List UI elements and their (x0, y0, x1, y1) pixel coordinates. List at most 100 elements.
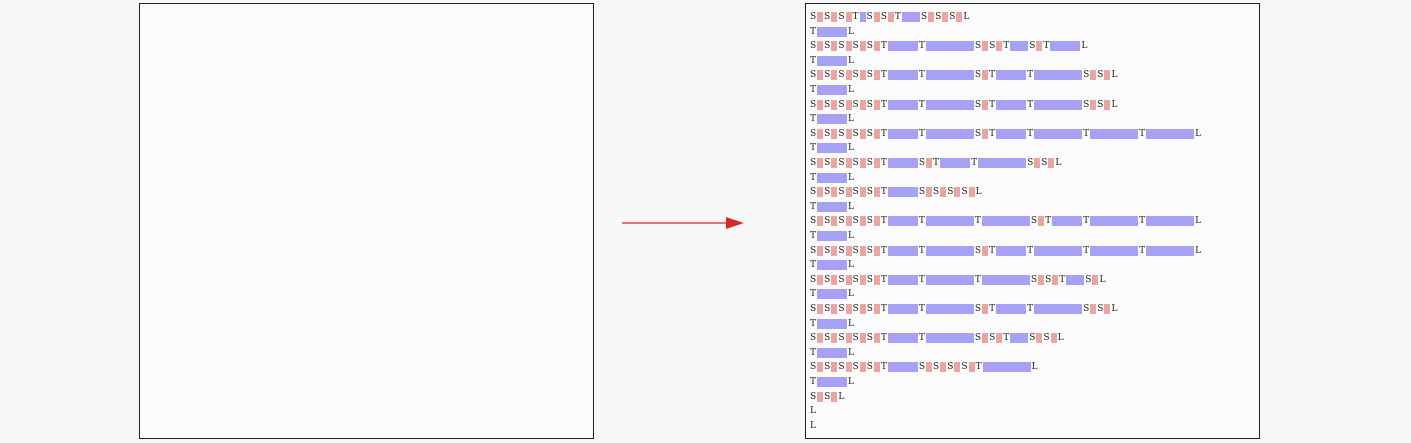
token-l: L (963, 12, 970, 22)
t-block (981, 274, 1030, 285)
t-block (887, 99, 918, 110)
token-s: S (824, 158, 831, 168)
token-s: S (866, 333, 873, 344)
t-block (1090, 128, 1139, 139)
s-block (817, 128, 824, 139)
t-block (817, 377, 848, 387)
s-block (817, 391, 824, 402)
t-block (1050, 41, 1081, 52)
t-block (887, 304, 918, 314)
s-block (1038, 274, 1045, 285)
t-block (925, 333, 974, 344)
s-block (873, 128, 880, 139)
s-block (873, 41, 880, 52)
s-block (1036, 41, 1043, 52)
token-s: S (852, 333, 859, 344)
t-block (1090, 245, 1139, 256)
token-t: T (989, 245, 996, 256)
t-block (925, 274, 974, 285)
s-block (831, 333, 838, 344)
s-block (845, 99, 852, 110)
token-l: L (848, 26, 854, 37)
token-s: S (852, 187, 859, 198)
token-s: S (838, 274, 845, 285)
token-s: S (947, 362, 954, 373)
s-block (845, 41, 852, 52)
s-block (859, 99, 866, 110)
s-block (831, 362, 838, 373)
token-l: L (1099, 274, 1106, 285)
s-block (845, 128, 852, 139)
token-s: S (1027, 158, 1034, 168)
t-block (887, 333, 918, 344)
s-block (954, 362, 961, 373)
s-block (1036, 333, 1043, 344)
token-s: S (1097, 304, 1104, 314)
s-block (1092, 274, 1099, 285)
s-block (982, 304, 989, 314)
s-block (982, 99, 989, 110)
s-block (873, 362, 880, 373)
token-t: T (810, 377, 817, 387)
s-block (845, 12, 852, 22)
s-block (996, 333, 1003, 344)
t-block (817, 201, 848, 212)
t-block (1146, 216, 1195, 227)
s-block (1090, 70, 1097, 81)
t-block (887, 41, 918, 52)
token-s: S (866, 70, 873, 81)
token-s: S (866, 304, 873, 314)
s-block (1034, 158, 1041, 168)
token-s: S (974, 245, 982, 256)
s-block (996, 41, 1003, 52)
token-s: S (838, 70, 845, 81)
token-s: S (824, 391, 831, 402)
token-t: T (975, 362, 982, 373)
token-s: S (974, 41, 982, 52)
token-s: S (947, 187, 954, 198)
token-t: T (989, 304, 996, 314)
right-arrow-icon (622, 217, 744, 229)
t-block (817, 26, 848, 37)
token-s: S (852, 70, 859, 81)
token-s: S (866, 274, 873, 285)
t-block (859, 12, 866, 22)
token-s: S (838, 304, 845, 314)
token-t: T (810, 55, 817, 66)
token-l: L (1195, 216, 1202, 227)
t-block (925, 245, 974, 256)
s-block (859, 274, 866, 285)
token-t: T (918, 333, 925, 344)
token-t: T (971, 158, 978, 168)
t-block (1010, 41, 1029, 52)
t-block (817, 289, 848, 300)
token-t: T (1139, 245, 1146, 256)
token-s: S (866, 362, 873, 373)
s-block (1048, 158, 1055, 168)
s-block (845, 70, 852, 81)
token-s: S (1083, 99, 1090, 110)
token-s: S (866, 128, 873, 139)
s-block (926, 187, 933, 198)
token-s: S (810, 99, 817, 110)
token-s: S (824, 362, 831, 373)
token-l: L (848, 318, 854, 329)
token-s: S (1085, 274, 1092, 285)
token-t: T (1027, 70, 1034, 81)
t-block (817, 172, 848, 183)
token-s: S (866, 245, 873, 256)
token-t: T (880, 274, 887, 285)
s-block (845, 187, 852, 198)
token-l: L (1195, 128, 1202, 139)
t-block (1034, 128, 1083, 139)
t-block (817, 85, 848, 95)
